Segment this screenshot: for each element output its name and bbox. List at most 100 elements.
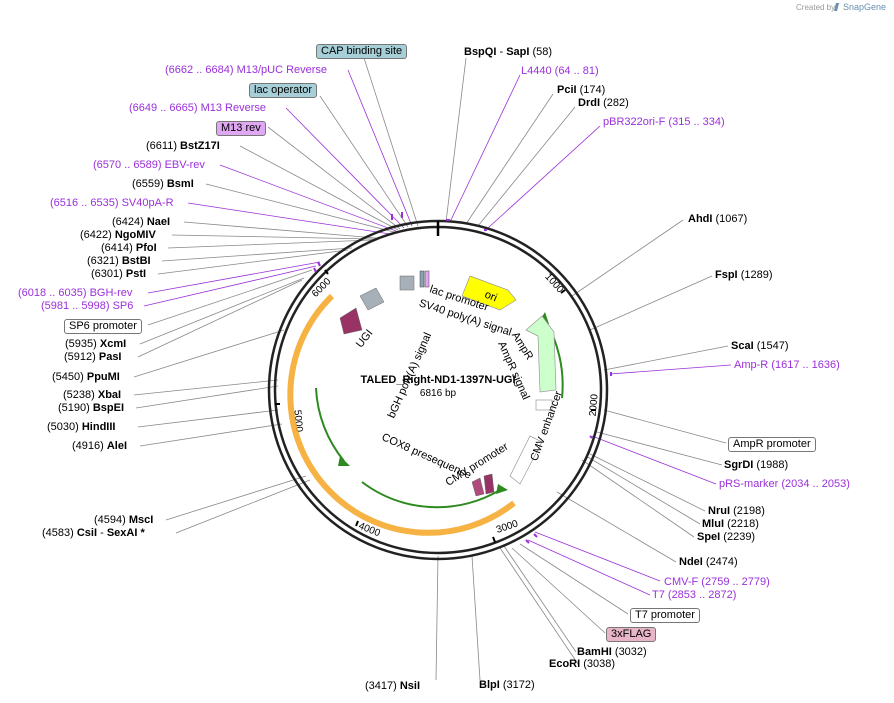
site-name: MscI: [128, 514, 154, 526]
site-name: PasI: [98, 351, 122, 363]
primer-label: (6649 .. 6665) M13 Reverse: [129, 102, 266, 115]
site-name: BspQI: [464, 46, 497, 58]
site-position: (2034 .. 2053): [781, 478, 850, 490]
site-position: (6649 .. 6665): [129, 102, 198, 114]
ori-feature: [461, 275, 517, 311]
leader-lines: [133, 57, 732, 681]
site-name: SP6: [112, 300, 134, 312]
feature-box-label: CAP binding site: [316, 44, 408, 59]
site-position: (1617 .. 1636): [771, 359, 840, 371]
site-name: CsiI: [76, 527, 98, 539]
primer-label: Amp-R (1617 .. 1636): [734, 359, 840, 372]
site-name: AleI: [106, 440, 128, 452]
site-name: XcmI: [99, 338, 127, 350]
site-label: MluI (2218): [702, 518, 759, 531]
site-position: (4583): [42, 527, 74, 539]
feature-box-label: M13 rev: [216, 121, 266, 136]
site-label: (6611) BstZ17I: [146, 140, 220, 153]
feature-box-text: lac operator: [254, 84, 313, 96]
site-label: (5450) PpuMI: [52, 371, 120, 384]
site-name: AhdI: [688, 213, 713, 225]
site-name: ScaI: [731, 340, 754, 352]
site-label: BlpI (3172): [479, 679, 535, 692]
site-label: (6321) BstBI: [87, 255, 151, 268]
site-name-2: SapI: [506, 46, 530, 58]
site-position: (5030): [47, 421, 79, 433]
site-name: NdeI: [679, 556, 703, 568]
site-name: PpuMI: [86, 371, 120, 383]
site-position: (3172): [502, 679, 535, 691]
site-name: pRS-marker: [719, 478, 779, 490]
site-position: (5912): [64, 351, 96, 363]
site-position: (6424): [112, 216, 144, 228]
site-name: HindIII: [81, 421, 116, 433]
site-name: M13 Reverse: [200, 102, 266, 114]
site-label: (5190) BspEI: [58, 402, 124, 415]
site-position: (6018 .. 6035): [18, 287, 87, 299]
site-label: BamHI (3032): [577, 646, 647, 659]
cox8-label: COX8 presequence: [380, 431, 473, 481]
primer-label: (6662 .. 6684) M13/pUC Reverse: [165, 64, 327, 77]
site-position: (2198): [733, 505, 765, 517]
site-name: CMV-F: [664, 576, 699, 588]
green-arrowhead-2: [496, 484, 508, 494]
flag-feature: [483, 473, 495, 495]
site-name: BsmI: [166, 178, 194, 190]
site-label: DrdI (282): [578, 97, 629, 110]
tick-2000: 2000: [588, 393, 601, 417]
site-name: PciI: [557, 84, 577, 96]
site-position: (6414): [101, 242, 133, 254]
watermark-brand: SnapGene: [843, 2, 886, 12]
site-label: (6422) NgoMIV: [80, 229, 156, 242]
site-position: (2853 .. 2872): [667, 589, 737, 601]
primer-label: (5981 .. 5998) SP6: [41, 300, 133, 313]
primer-label: pRS-marker (2034 .. 2053): [719, 478, 850, 491]
site-label: NdeI (2474): [679, 556, 738, 569]
site-position: (6611): [146, 140, 177, 152]
site-label: (5030) HindIII: [47, 421, 115, 434]
cmv-enhancer-feature: [509, 435, 543, 485]
site-position: (1547): [756, 340, 789, 352]
site-label: BspQI - SapI (58): [464, 46, 553, 58]
site-name: XbaI: [97, 389, 122, 401]
feature-box-text: T7 promoter: [635, 609, 695, 621]
site-position: (5981 .. 5998): [41, 300, 110, 312]
site-position: (3032): [614, 646, 647, 658]
site-name: PstI: [125, 268, 147, 280]
site-label: SgrDI (1988): [724, 459, 788, 472]
plasmid-name: TALED_Right-ND1-1397N-UGI: [360, 374, 515, 386]
site-name: MluI: [702, 518, 724, 530]
feature-box-text: CAP binding site: [321, 45, 403, 57]
ampr-promoter-arrow: [535, 399, 553, 411]
site-name: NsiI: [399, 680, 421, 692]
lac-operator-feature: [419, 270, 425, 288]
site-position: (6422): [80, 229, 112, 241]
site-position: (174): [579, 84, 606, 96]
site-name: BspEI: [92, 402, 125, 414]
green-arc-2: [361, 481, 501, 509]
site-name: T7: [652, 589, 665, 601]
site-name: BlpI: [479, 679, 500, 691]
site-name: NaeI: [146, 216, 171, 228]
m13-rev-feature: [424, 270, 430, 288]
cds-orange-arc: [287, 293, 516, 536]
sv40-feature: [359, 287, 385, 311]
site-position: (5450): [52, 371, 84, 383]
site-name: Amp-R: [734, 359, 769, 371]
site-label: (6424) NaeI: [112, 216, 170, 229]
site-position: (5190): [58, 402, 90, 414]
site-name: NruI: [708, 505, 730, 517]
site-position: (1067): [715, 213, 748, 225]
site-name: DrdI: [578, 97, 600, 109]
site-label: (4583) CsiI - SexAI *: [42, 527, 145, 539]
site-position: (5935): [65, 338, 97, 350]
primer-label: (6516 .. 6535) SV40pA-R: [50, 197, 174, 210]
site-position: (6301): [91, 268, 123, 280]
site-name: PfoI: [135, 242, 157, 254]
site-label: PciI (174): [557, 84, 605, 97]
primer-markers: [313, 212, 612, 544]
site-label: EcoRI (3038): [549, 658, 615, 671]
site-name: FspI: [715, 269, 738, 281]
site-position: (6662 .. 6684): [165, 64, 234, 76]
feature-box-text: M13 rev: [221, 122, 261, 134]
